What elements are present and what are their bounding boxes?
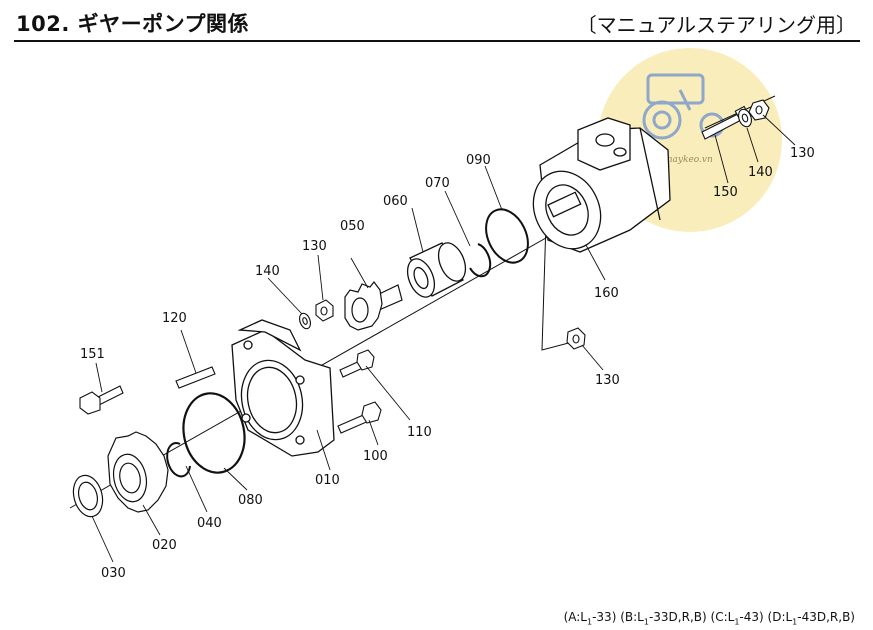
page-subtitle: 〔マニュアルステアリング用〕 [576, 13, 856, 37]
part-label: 130 [790, 146, 815, 161]
gear-020 [107, 431, 169, 513]
part-label: 040 [197, 516, 222, 531]
bolt-100 [337, 401, 382, 434]
snap-ring-040 [166, 442, 191, 478]
washer-140-mid [299, 312, 311, 330]
nut-130-top [748, 99, 770, 121]
stud-120 [175, 366, 216, 389]
collar-030 [72, 474, 104, 518]
page-header: 102. ギヤーポンプ関係 〔マニュアルステアリング用〕 [14, 6, 860, 42]
part-label: 080 [238, 493, 263, 508]
snap-ring-070 [469, 243, 492, 278]
part-label: 070 [425, 176, 450, 191]
part-labels: 010 020 030 040 050 060 070 080 090 100 … [80, 146, 815, 581]
part-label: 050 [340, 219, 365, 234]
part-label: 130 [302, 239, 327, 254]
leader-lines [91, 114, 796, 563]
watermark-text: maykeo.vn [664, 155, 713, 165]
part-label: 160 [594, 286, 619, 301]
part-label: 140 [255, 264, 280, 279]
o-ring-090 [485, 208, 529, 264]
model-applicability-note: (A:L1-33) (B:L1-33D,R,B) (C:L1-43) (D:L1… [563, 609, 855, 626]
part-label: 010 [315, 473, 340, 488]
part-label: 151 [80, 347, 105, 362]
washer-140-top [738, 108, 752, 128]
page-title: 102. ギヤーポンプ関係 [16, 12, 249, 36]
part-label: 150 [713, 185, 738, 200]
part-label: 060 [383, 194, 408, 209]
part-label: 090 [466, 153, 491, 168]
part-label: 100 [363, 449, 388, 464]
part-label: 020 [152, 538, 177, 553]
part-label: 110 [407, 425, 432, 440]
o-ring-080 [182, 392, 246, 474]
bolt-151 [79, 385, 124, 415]
bearing-060 [406, 242, 467, 298]
part-label: 030 [101, 566, 126, 581]
nut-130-mid [315, 299, 334, 322]
part-label: 130 [595, 373, 620, 388]
bolt-110 [339, 349, 375, 378]
gear-shaft-050 [344, 281, 403, 331]
pump-body [532, 117, 671, 253]
part-label: 140 [748, 165, 773, 180]
housing-010 [231, 319, 335, 457]
part-label: 120 [162, 311, 187, 326]
nut-130-bottom [566, 327, 586, 350]
